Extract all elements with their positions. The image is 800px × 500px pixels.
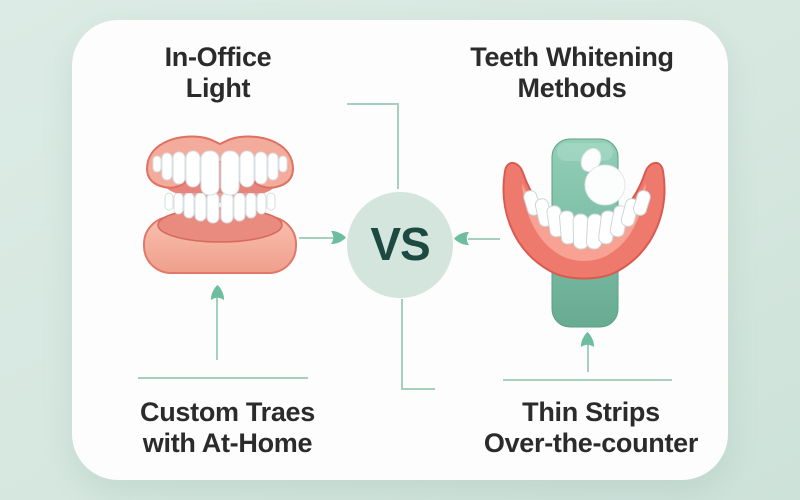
vs-badge: VS	[347, 192, 453, 298]
vs-label: VS	[370, 218, 430, 270]
left-title-line2: Light	[185, 73, 251, 103]
whitening-strip-jaw-illustration-icon	[498, 137, 670, 331]
right-title-line1: Teeth Whitening	[470, 42, 674, 72]
left-caption: Custom Traes with At-Home	[95, 397, 360, 459]
dentures-illustration-icon	[142, 131, 298, 275]
connector-right-up-arrow-shaft	[587, 344, 589, 372]
arrowhead-left-icon	[453, 231, 470, 246]
connector-left-up-arrow-shaft	[216, 296, 218, 360]
right-caption: Thin Strips Over-the-counter	[460, 397, 722, 459]
connector-below-vs-horizontal	[401, 388, 435, 390]
connector-below-vs-vertical	[401, 299, 403, 390]
right-caption-line2: Over-the-counter	[483, 428, 699, 458]
connector-right-caption-underline	[503, 379, 672, 381]
connector-right-to-vs	[468, 238, 500, 240]
left-caption-line2: with At-Home	[142, 428, 313, 458]
right-title-line2: Methods	[517, 73, 627, 103]
right-title: Teeth Whitening Methods	[442, 42, 702, 104]
arrowhead-up-right-icon	[580, 331, 595, 348]
right-caption-line1: Thin Strips	[522, 397, 660, 427]
arrowhead-up-left-icon	[210, 284, 225, 301]
connector-top-bracket-horizontal	[347, 103, 399, 105]
left-title: In-Office Light	[88, 42, 348, 104]
left-title-line1: In-Office	[164, 42, 272, 72]
connector-top-bracket-vertical	[397, 103, 399, 189]
arrowhead-right-icon	[330, 230, 347, 245]
left-caption-line1: Custom Traes	[140, 397, 315, 427]
connector-left-caption-underline	[138, 377, 308, 379]
connector-left-to-vs	[299, 237, 333, 239]
